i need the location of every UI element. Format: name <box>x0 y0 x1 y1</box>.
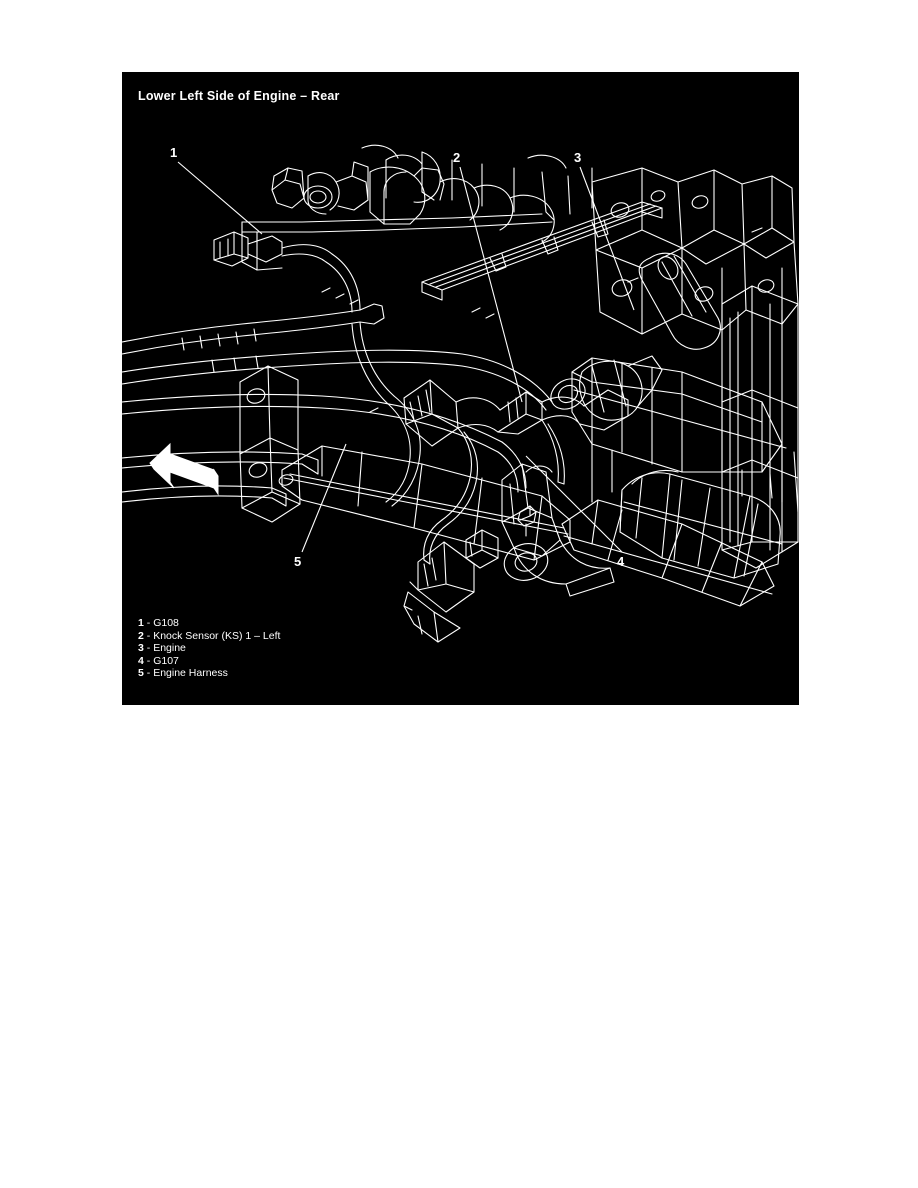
engine-illustration: 1 2 3 4 5 <box>122 144 799 643</box>
figure-title: Lower Left Side of Engine – Rear <box>138 89 340 103</box>
engine-boss-right <box>638 252 721 350</box>
surface-detail-marks <box>321 227 763 413</box>
callout-leader-lines <box>177 161 635 553</box>
hose-fitting-left <box>213 231 333 267</box>
leader-line-2 <box>459 166 523 403</box>
engine-block-right <box>591 167 799 335</box>
leader-line-3 <box>579 166 635 311</box>
callout-number-1: 1 <box>170 145 177 160</box>
callout-number-3: 3 <box>574 150 581 165</box>
legend-label: G107 <box>153 654 179 667</box>
small-bracket-center <box>465 529 499 569</box>
sensor-cylinder <box>579 355 663 421</box>
leader-line-4 <box>525 455 623 553</box>
frame-bracket-left <box>239 365 301 523</box>
lower-frame-rail <box>561 499 775 607</box>
legend-number: 5 <box>138 667 144 680</box>
leader-line-5 <box>301 443 347 553</box>
callout-number-5: 5 <box>294 554 301 569</box>
legend-separator: - <box>143 642 154 655</box>
coolant-hoses-left <box>122 303 553 493</box>
mount-bracket-right <box>619 469 783 579</box>
legend-label: G108 <box>153 617 179 629</box>
callout-number-4: 4 <box>617 554 625 569</box>
legend-number: 2 <box>138 629 144 642</box>
legend-number: 4 <box>138 654 144 667</box>
vehicle-forward-arrow-icon <box>149 442 219 496</box>
intake-runners <box>361 144 593 243</box>
intake-manifold-group <box>241 161 553 271</box>
leader-line-1 <box>177 161 263 235</box>
legend-separator: - <box>143 667 154 680</box>
legend-item: 5 - Engine Harness <box>138 667 280 680</box>
ground-g107-bolt <box>517 505 537 537</box>
legend-item: 3 - Engine <box>138 642 280 655</box>
legend-label: Engine <box>153 642 186 655</box>
legend-label: Knock Sensor (KS) 1 – Left <box>153 629 281 642</box>
legend-label: Engine Harness <box>153 667 228 680</box>
transmission-case-right <box>721 285 799 569</box>
legend-number: 3 <box>138 642 144 655</box>
upper-diagonal-rail <box>421 201 663 301</box>
legend-item: 4 - G107 <box>138 655 280 668</box>
legend-item: 1 - G108 <box>138 617 280 630</box>
legend-separator: - <box>143 617 154 629</box>
engine-harness <box>423 419 565 565</box>
figure-panel: Lower Left Side of Engine – Rear <box>122 72 799 705</box>
legend-separator: - <box>143 629 154 642</box>
bell-housing <box>571 357 787 473</box>
legend-item: 2 - Knock Sensor (KS) 1 – Left <box>138 630 280 643</box>
legend-number: 1 <box>138 617 144 629</box>
callout-numbers: 1 2 3 4 5 <box>170 145 625 569</box>
harness-connector-bottom <box>403 541 475 643</box>
engine-mount-center <box>501 463 615 597</box>
hose-center-left <box>325 253 421 507</box>
legend-separator: - <box>143 654 154 667</box>
figure-legend: 1 - G108 2 - Knock Sensor (KS) 1 – Left … <box>138 617 280 680</box>
block-ribs-right <box>591 443 799 513</box>
engine-line-art <box>122 144 799 643</box>
callout-number-2: 2 <box>453 150 460 165</box>
lower-left-tubes <box>122 451 319 507</box>
